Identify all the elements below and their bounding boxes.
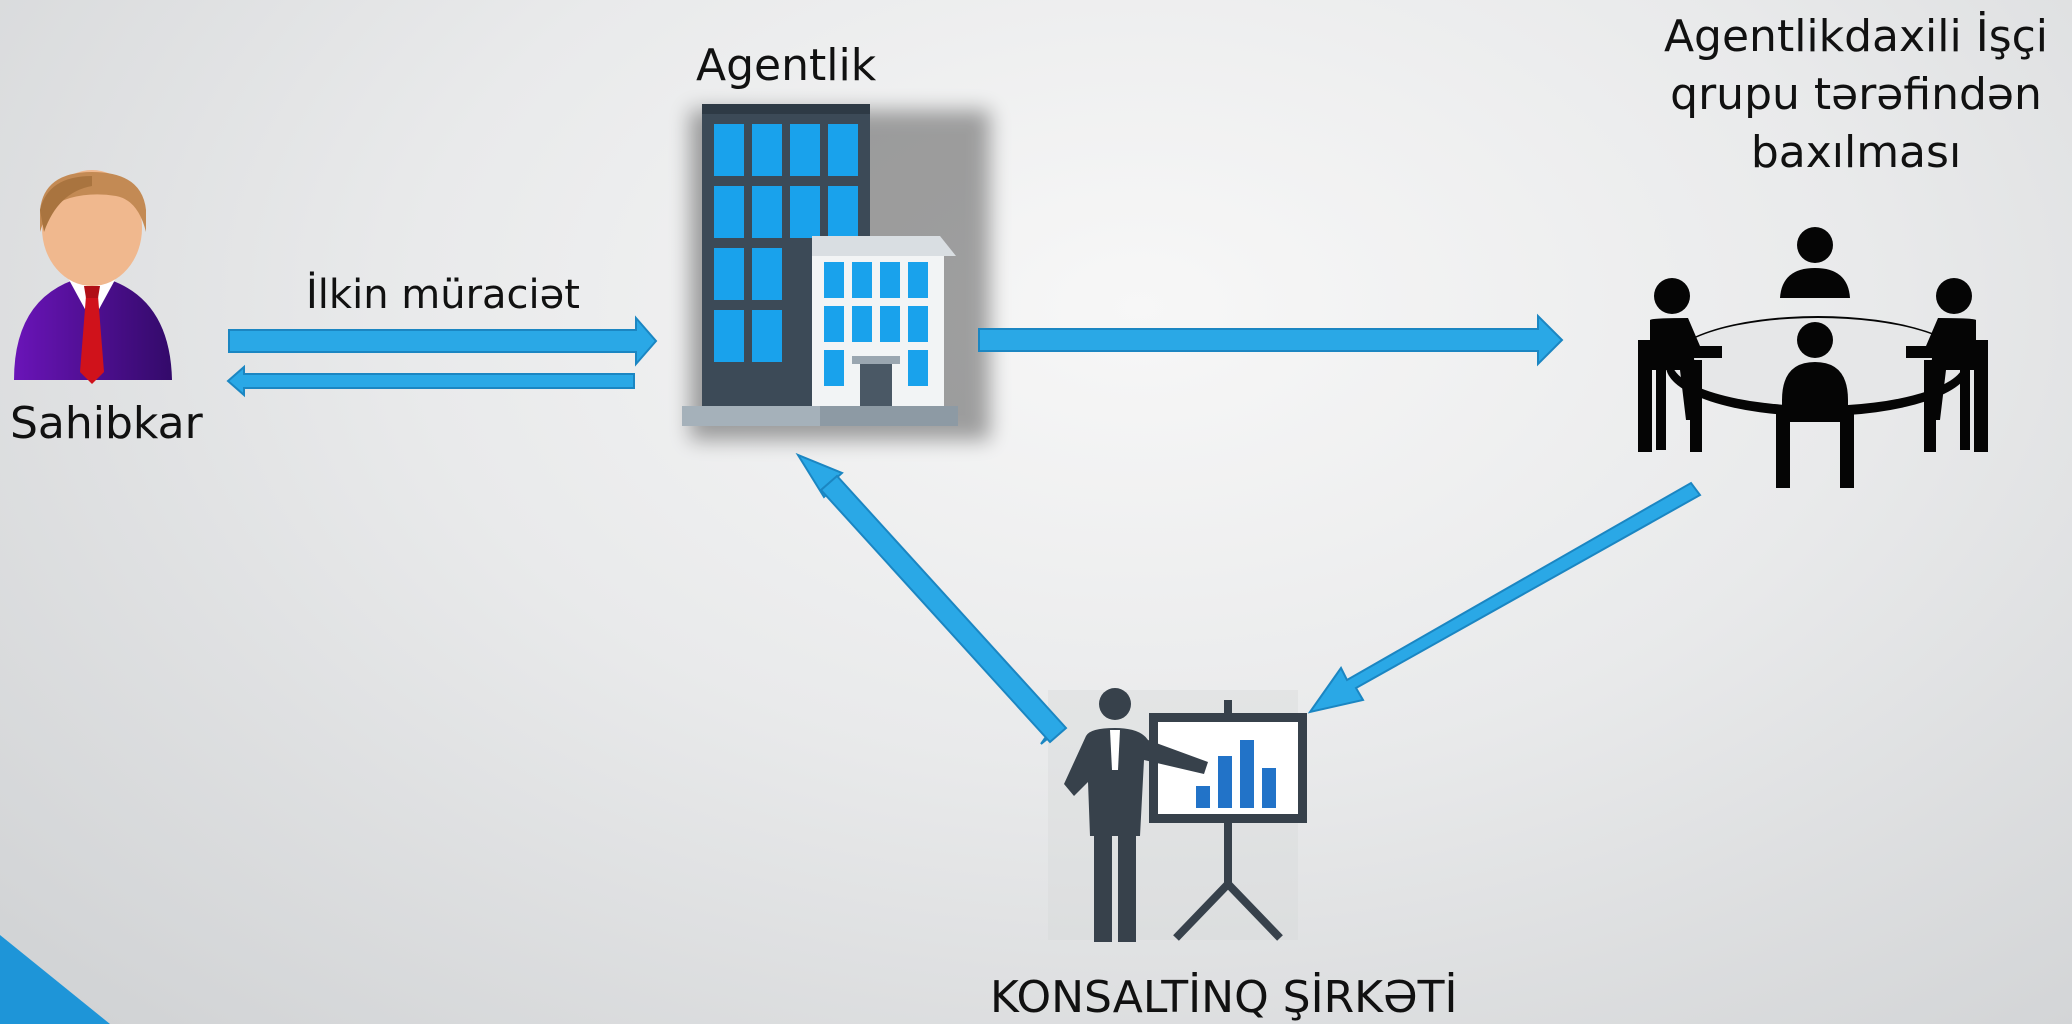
initial-application-label: İlkin müraciət	[306, 272, 580, 318]
meeting-table-icon	[1638, 227, 1988, 488]
presentation-icon	[1048, 688, 1307, 942]
businessman-icon	[14, 170, 172, 384]
arrow-working-group-to-consulting	[1307, 481, 1702, 714]
consulting-company-label: KONSALTİNQ ŞİRKƏTİ	[990, 972, 1458, 1023]
arrow-consulting-to-agency	[795, 452, 1068, 745]
entrepreneur-label: Sahibkar	[10, 398, 203, 449]
corner-accent	[0, 935, 110, 1024]
arrow-agency-to-entrepreneur	[226, 364, 635, 398]
working-group-label: Agentlikdaxili İşçi qrupu tərəfindən bax…	[1663, 11, 2049, 178]
arrow-agency-to-working-group	[978, 313, 1564, 367]
agency-label: Agentlik	[696, 40, 877, 91]
arrow-application-to-agency	[228, 315, 658, 367]
office-building-icon	[682, 104, 990, 440]
